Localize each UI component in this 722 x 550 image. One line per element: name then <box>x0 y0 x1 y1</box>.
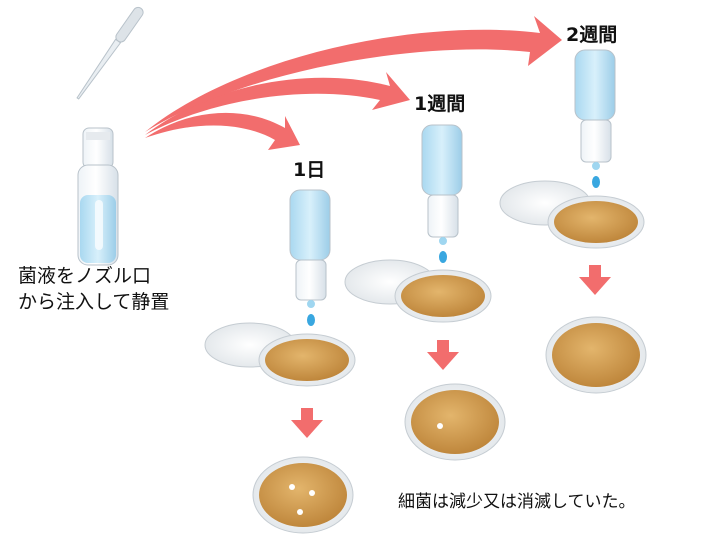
result-text: 細菌は減少又は消滅していた。 <box>398 487 636 512</box>
stage1-agar-dish-icon <box>259 334 355 386</box>
stage3-result-dish-icon <box>546 317 646 393</box>
stage1-result-dish-icon <box>253 457 353 533</box>
stage2-drop-icon <box>439 251 447 263</box>
stage-label-1week: 1週間 <box>414 89 465 116</box>
source-bottle-icon <box>78 128 118 265</box>
stage2-agar-dish-icon <box>395 270 491 322</box>
stage3-bottle-icon <box>575 50 615 170</box>
instruction-text: 菌液をノズル口 から注入して静置 <box>18 263 169 315</box>
stage2-down-arrow-icon <box>427 340 459 370</box>
stage3-agar-dish-icon <box>548 196 644 248</box>
stage1-bottle-icon <box>290 190 330 308</box>
stage3-drop-icon <box>592 176 600 188</box>
stage3-down-arrow-icon <box>579 265 611 295</box>
instruction-line-1: 菌液をノズル口 <box>18 263 169 289</box>
instruction-line-2: から注入して静置 <box>18 289 169 315</box>
stage2-bottle-icon <box>422 125 462 245</box>
stage-label-1day: 1日 <box>293 155 325 182</box>
stage2-result-dish-icon <box>405 384 505 460</box>
stage1-down-arrow-icon <box>291 408 323 438</box>
stage-label-2week: 2週間 <box>566 20 617 47</box>
stage1-drop-icon <box>307 314 315 326</box>
pipette-icon <box>74 5 145 101</box>
